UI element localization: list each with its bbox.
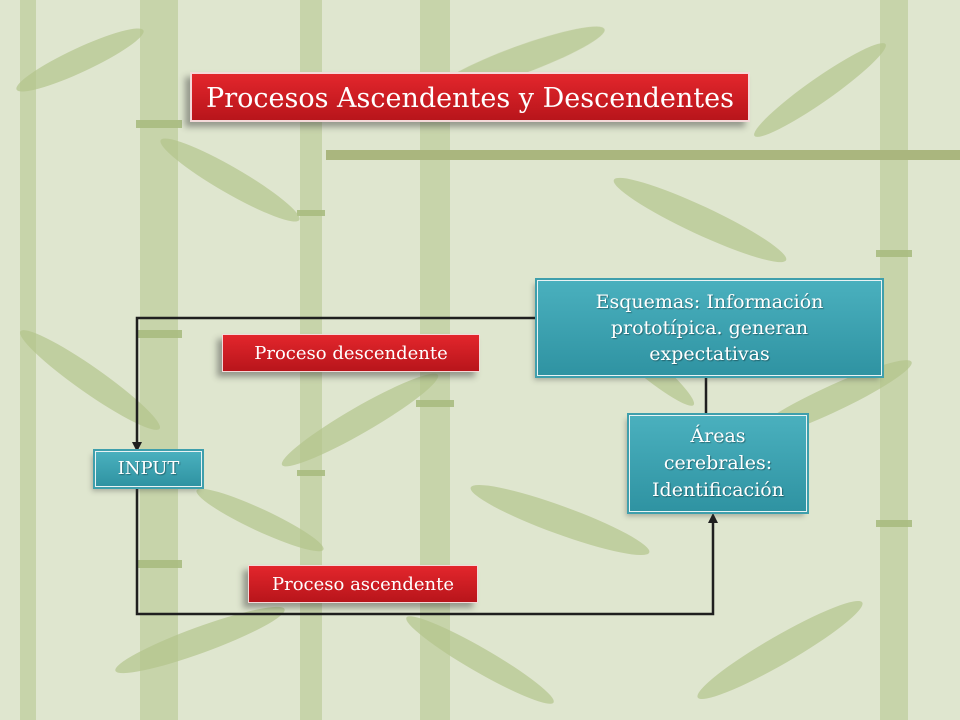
areas-cerebrales-node-text: Áreas cerebrales: Identificación: [652, 425, 784, 501]
input-node: INPUT: [95, 451, 202, 487]
descending-connector: [132, 316, 537, 452]
areas-cerebrales-node: Áreas cerebrales: Identificación: [629, 415, 807, 512]
input-node-text: INPUT: [117, 458, 180, 479]
title-underline-bar: [326, 150, 960, 160]
ascending-connector: [135, 488, 718, 616]
esquemas-node: Esquemas: Información prototípica. gener…: [537, 280, 882, 376]
proceso-ascendente-label: Proceso ascendente: [248, 565, 478, 603]
slide-title: Procesos Ascendentes y Descendentes: [190, 72, 750, 122]
esquemas-node-text: Esquemas: Información prototípica. gener…: [595, 291, 824, 365]
proceso-descendente-label: Proceso descendente: [222, 334, 480, 372]
